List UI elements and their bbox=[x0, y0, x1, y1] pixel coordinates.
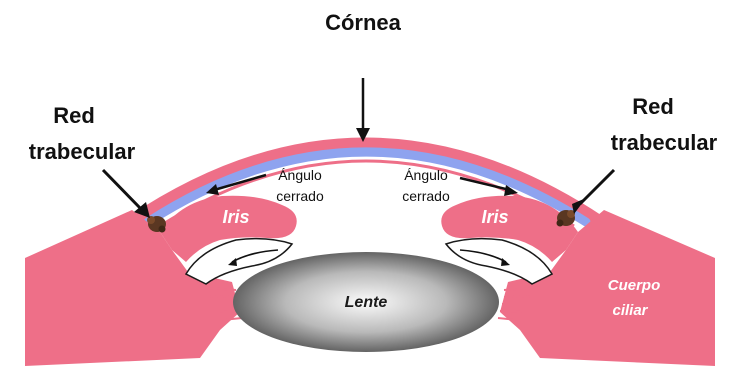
right-iris-label: Iris bbox=[481, 207, 508, 227]
left-trabecular-label-line2: trabecular bbox=[29, 139, 136, 164]
left-angle-label-line2: cerrado bbox=[276, 188, 324, 204]
cornea-pointer-arrow bbox=[356, 78, 370, 142]
right-trabecular-label-line1: Red bbox=[632, 94, 674, 119]
left-trabecular-label-line1: Red bbox=[53, 103, 95, 128]
lens-label: Lente bbox=[345, 294, 388, 311]
right-trabecular-pointer-arrow bbox=[572, 170, 614, 214]
cornea-label: Córnea bbox=[325, 10, 402, 35]
right-trabecular-label-line2: trabecular bbox=[611, 130, 718, 155]
right-angle-label-line1: Ángulo bbox=[404, 167, 448, 183]
left-trabecular-pointer-arrow bbox=[103, 170, 150, 218]
left-iris-label: Iris bbox=[222, 207, 249, 227]
left-angle-label-line1: Ángulo bbox=[278, 167, 322, 183]
right-angle-label-line2: cerrado bbox=[402, 188, 450, 204]
ciliary-body-label-line1: Cuerpo bbox=[608, 277, 661, 294]
ciliary-body-label-line2: ciliar bbox=[612, 302, 648, 319]
